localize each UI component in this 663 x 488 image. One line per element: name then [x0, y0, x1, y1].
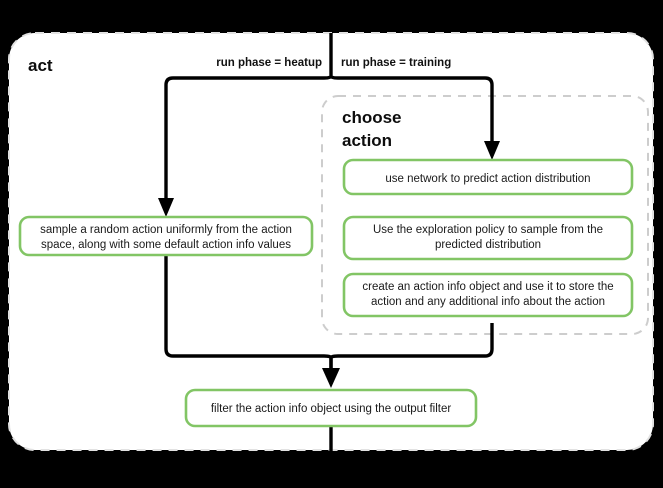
choose-action-group — [321, 95, 649, 335]
node-action-info-object-label-line1: create an action info object and use it … — [362, 281, 613, 293]
node-sample-random-action-label-line1: sample a random action uniformly from th… — [40, 224, 292, 236]
node-use-network-label: use network to predict action distributi… — [385, 173, 590, 185]
edge-label-training: run phase = training — [341, 57, 451, 69]
node-output-filter[interactable] — [184, 388, 478, 428]
edge-training-arrowhead — [484, 141, 500, 160]
edge-merge-arrowhead — [322, 368, 340, 388]
node-output-filter-label: filter the action info object using the … — [211, 403, 452, 415]
node-action-info-object-label-line2: action and any additional info about the… — [371, 296, 605, 308]
panel-title: act — [28, 56, 53, 75]
edge-right-merge — [329, 323, 494, 372]
edge-training-branch — [329, 75, 494, 146]
edge-heatup-arrowhead — [158, 198, 174, 217]
node-use-network[interactable] — [342, 158, 634, 196]
group-title-line2: action — [342, 131, 392, 150]
node-sample-random-action[interactable] — [18, 215, 314, 257]
node-exploration-policy-label-line2: predicted distribution — [435, 239, 541, 251]
edge-label-heatup: run phase = heatup — [216, 57, 322, 69]
group-title-line1: choose — [342, 108, 402, 127]
node-exploration-policy-label-line1: Use the exploration policy to sample fro… — [373, 224, 603, 236]
node-sample-random-action-label-line2: space, along with some default action in… — [41, 239, 291, 251]
node-exploration-policy[interactable] — [342, 215, 634, 261]
node-action-info-object[interactable] — [342, 272, 634, 318]
